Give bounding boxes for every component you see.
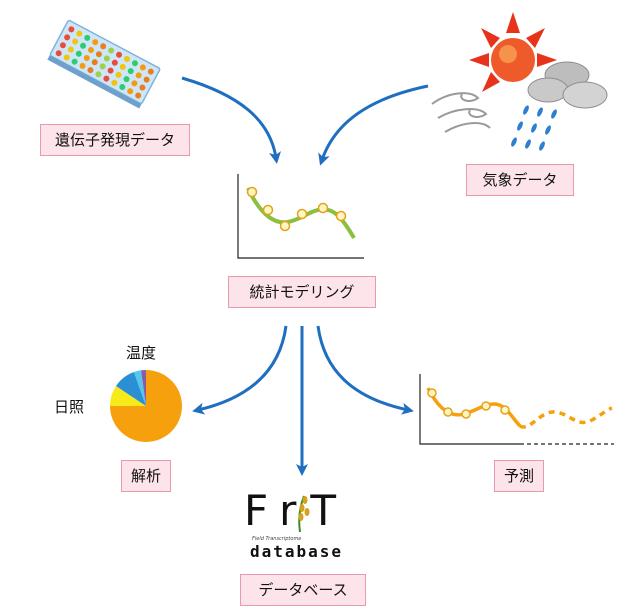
- microarray-spot: [76, 30, 83, 37]
- microarray-spot: [116, 51, 123, 58]
- database-label: データベース: [240, 574, 366, 606]
- microarray-spot: [135, 72, 142, 79]
- microarray-spot: [115, 71, 122, 78]
- microarray-spot: [64, 34, 71, 41]
- prediction-label: 予測: [494, 460, 544, 492]
- microarray-spot: [87, 67, 94, 74]
- microarray-spot: [111, 59, 118, 66]
- microarray-spot: [135, 92, 142, 99]
- analysis-label: 解析: [121, 460, 171, 492]
- arrow-gene-to-modeling: [181, 76, 281, 164]
- microarray-spot: [103, 55, 110, 62]
- microarray-spot: [139, 84, 146, 91]
- microarray-spot: [143, 76, 150, 83]
- microarray-spot: [91, 59, 98, 66]
- frt-logo-text: FrT: [244, 486, 351, 535]
- microarray-spot: [103, 75, 110, 82]
- rain-icon: [511, 105, 557, 151]
- prediction-chart: [419, 374, 614, 445]
- microarray-spot: [139, 64, 146, 71]
- frt-logo-database-word: database: [250, 542, 344, 561]
- weather-icon: [431, 12, 608, 151]
- analysis-pie-chart: [109, 369, 182, 442]
- microarray-spot: [83, 54, 90, 61]
- gene-expression-label: 遺伝子発現データ: [40, 124, 190, 156]
- microarray-spot: [127, 88, 134, 95]
- arrow-modeling-to-analysis: [192, 325, 288, 415]
- microarray-spot: [63, 54, 70, 61]
- microarray-spot: [95, 71, 102, 78]
- microarray-spot: [127, 68, 134, 75]
- frt-logo-mark: [298, 495, 310, 533]
- microarray-spot: [100, 43, 107, 50]
- arrow-weather-to-modeling: [318, 84, 429, 166]
- cloud-icon: [527, 61, 608, 109]
- microarray-spot: [111, 79, 118, 86]
- modeling-chart: [237, 174, 364, 259]
- microarray-spot: [99, 63, 106, 70]
- frt-logo-subtitle: Field Transcriptome: [252, 536, 302, 542]
- microarray-spot: [68, 26, 75, 33]
- microarray-spot: [131, 80, 138, 87]
- wind-icon: [431, 92, 491, 133]
- microarray-spot: [67, 46, 74, 53]
- pie-label-sunlight: 日照: [54, 398, 85, 416]
- weather-data-label: 気象データ: [466, 164, 574, 196]
- microarray-spot: [80, 42, 87, 49]
- microarray-spot: [72, 38, 79, 45]
- microarray-spot: [71, 58, 78, 65]
- arrow-modeling-to-prediction: [316, 325, 414, 415]
- microarray-spot: [123, 76, 130, 83]
- sun-icon: [469, 12, 557, 92]
- microarray-spot: [107, 67, 114, 74]
- microarray-spot: [84, 34, 91, 41]
- microarray-spot: [147, 68, 154, 75]
- microarray-spot: [87, 47, 94, 54]
- microarray-spot: [75, 50, 82, 57]
- frt-logo: FrT Field Transcriptome database: [240, 486, 370, 561]
- microarray-spot: [95, 51, 102, 58]
- pie-label-temperature: 温度: [126, 344, 157, 362]
- statistical-modeling-label: 統計モデリング: [228, 276, 376, 308]
- microarray-spot: [119, 63, 126, 70]
- microarray-spot: [119, 84, 126, 91]
- microarray-spot: [92, 39, 99, 46]
- microarray-spot: [123, 55, 130, 62]
- microarray-spot: [79, 62, 86, 69]
- microarray-chip-icon: [47, 19, 161, 109]
- microarray-spot: [108, 47, 115, 54]
- microarray-spot: [55, 50, 62, 57]
- microarray-spot: [59, 42, 66, 49]
- microarray-spot: [131, 60, 138, 67]
